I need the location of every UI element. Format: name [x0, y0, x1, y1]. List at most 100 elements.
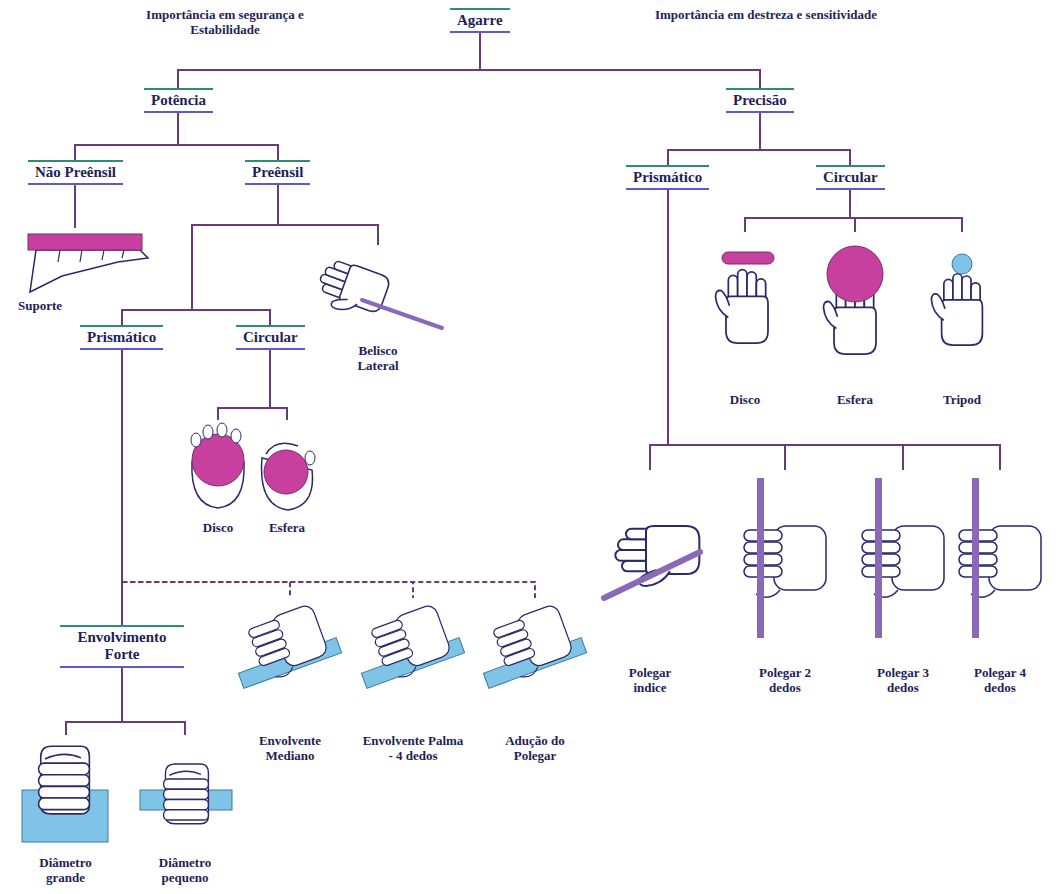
grip-figure: Envolvente Mediano: [234, 598, 346, 763]
thumb-two-fingers-figure: [744, 478, 826, 638]
category-heading: Circular: [236, 325, 305, 350]
heading-text: Não Preênsil: [35, 164, 116, 181]
tree-connector: [668, 190, 903, 470]
tree-connector: [122, 668, 185, 736]
grip-figure: Disco: [697, 232, 793, 407]
grip-caption: Tripod: [943, 393, 981, 407]
thumb-adduction-figure: [483, 603, 586, 688]
grip-figure: Esfera: [815, 232, 895, 407]
hand-outline: [39, 746, 90, 814]
tree-connector: [178, 33, 480, 88]
grip-figure: Esfera: [254, 420, 320, 535]
grip-caption: Esfera: [837, 393, 873, 407]
grip-figure: Tripod: [919, 232, 1005, 407]
held-object: [604, 552, 700, 598]
grip-figure: Adução do Polegar: [479, 598, 591, 763]
large-diameter-figure: [22, 746, 108, 842]
tree-connector: [270, 350, 287, 420]
fingertip: [231, 429, 241, 443]
tripod-figure: [931, 254, 982, 345]
hand-outline: [312, 256, 391, 323]
held-object: [875, 478, 882, 638]
hand-outline: [959, 526, 1041, 597]
tree-connector: [122, 350, 535, 598]
tree-connector: [650, 190, 668, 470]
hand-outline: [491, 603, 576, 682]
medium-wrap-figure: [238, 603, 341, 688]
grip-caption: Polegar 3 dedos: [871, 666, 935, 695]
grip-figure: Belisco Lateral: [308, 245, 448, 373]
fingertip: [191, 433, 201, 447]
hand-outline: [716, 270, 769, 344]
tree-connector: [850, 190, 962, 232]
finger-lines: [266, 443, 298, 454]
grip-caption: Envolvente Palma - 4 dedos: [360, 734, 466, 763]
tree-connector: [192, 185, 278, 325]
hand-outline: [246, 603, 331, 682]
tree-connector: [122, 350, 413, 598]
tree-connector: [74, 185, 76, 228]
hand-outline: [164, 764, 209, 824]
tree-connector: [745, 190, 850, 232]
heading-text: Precisão: [733, 92, 787, 109]
heading-text: Circular: [243, 329, 298, 346]
hand-outline: [862, 526, 944, 597]
heading-text: Prismático: [633, 169, 702, 186]
category-heading: Circular: [816, 165, 885, 190]
heading-text: Preênsil: [252, 164, 303, 181]
tree-connector: [122, 185, 278, 325]
grip-caption: Belisco Lateral: [343, 344, 413, 373]
category-heading: Precisão: [726, 88, 794, 113]
grip-caption: Envolvente Mediano: [248, 734, 332, 763]
grip-figure: Polegar 4 dedos: [952, 470, 1048, 695]
thumb-four-fingers-figure: [959, 478, 1041, 638]
tree-connector: [480, 33, 760, 88]
grip-figure: Polegar indice: [595, 470, 705, 695]
grip-caption: Esfera: [269, 521, 305, 535]
grip-caption: Adução do Polegar: [493, 734, 577, 763]
heading-text: Circular: [823, 169, 878, 186]
fingertip: [217, 423, 227, 437]
support-figure: [28, 234, 148, 292]
grip-figure: Suporte: [10, 228, 140, 313]
grip-figure: Polegar 2 dedos: [735, 470, 835, 695]
grip-figure: Diâmetro grande: [18, 735, 113, 885]
tree-connector: [75, 113, 178, 160]
category-heading: Envolvimento Forte: [60, 625, 184, 668]
hand-outline: [30, 250, 148, 292]
category-heading: Agarre: [450, 8, 510, 33]
grip-figure: Envolvente Palma - 4 dedos: [357, 598, 469, 763]
tree-connector: [218, 350, 270, 420]
thumb-index-figure: [604, 526, 700, 598]
grip-caption: Polegar 2 dedos: [753, 666, 817, 695]
tree-connector: [122, 350, 290, 598]
category-heading: Preênsil: [245, 160, 310, 185]
heading-text: Potência: [151, 92, 206, 109]
annotation-text: Importância em destreza e sensitividade: [648, 8, 884, 23]
category-heading: Prismático: [80, 325, 163, 350]
held-object: [952, 254, 972, 274]
heading-text: Envolvimento Forte: [67, 629, 177, 664]
fingertip: [305, 451, 315, 465]
tree-connector: [278, 185, 378, 245]
power-sphere-figure: [262, 443, 315, 510]
precision-disc-figure: [716, 252, 775, 343]
grip-caption: Disco: [730, 393, 760, 407]
hand-outline: [931, 274, 982, 345]
tree-connector: [668, 190, 1000, 470]
palm-wrap-figure: [361, 603, 464, 688]
hand-outline: [369, 603, 454, 682]
tree-connector: [66, 668, 122, 736]
power-disc-figure: [191, 423, 244, 508]
held-object: [264, 450, 308, 494]
grip-figure: Diâmetro pequeno: [135, 735, 235, 885]
grip-caption: Polegar indice: [618, 666, 682, 695]
tree-connector: [668, 113, 760, 165]
category-heading: Prismático: [626, 165, 709, 190]
tree-connector: [668, 190, 785, 470]
held-object: [28, 234, 142, 250]
grip-caption: Polegar 4 dedos: [968, 666, 1032, 695]
finger-lines: [58, 250, 124, 262]
tree-connector: [760, 113, 850, 165]
